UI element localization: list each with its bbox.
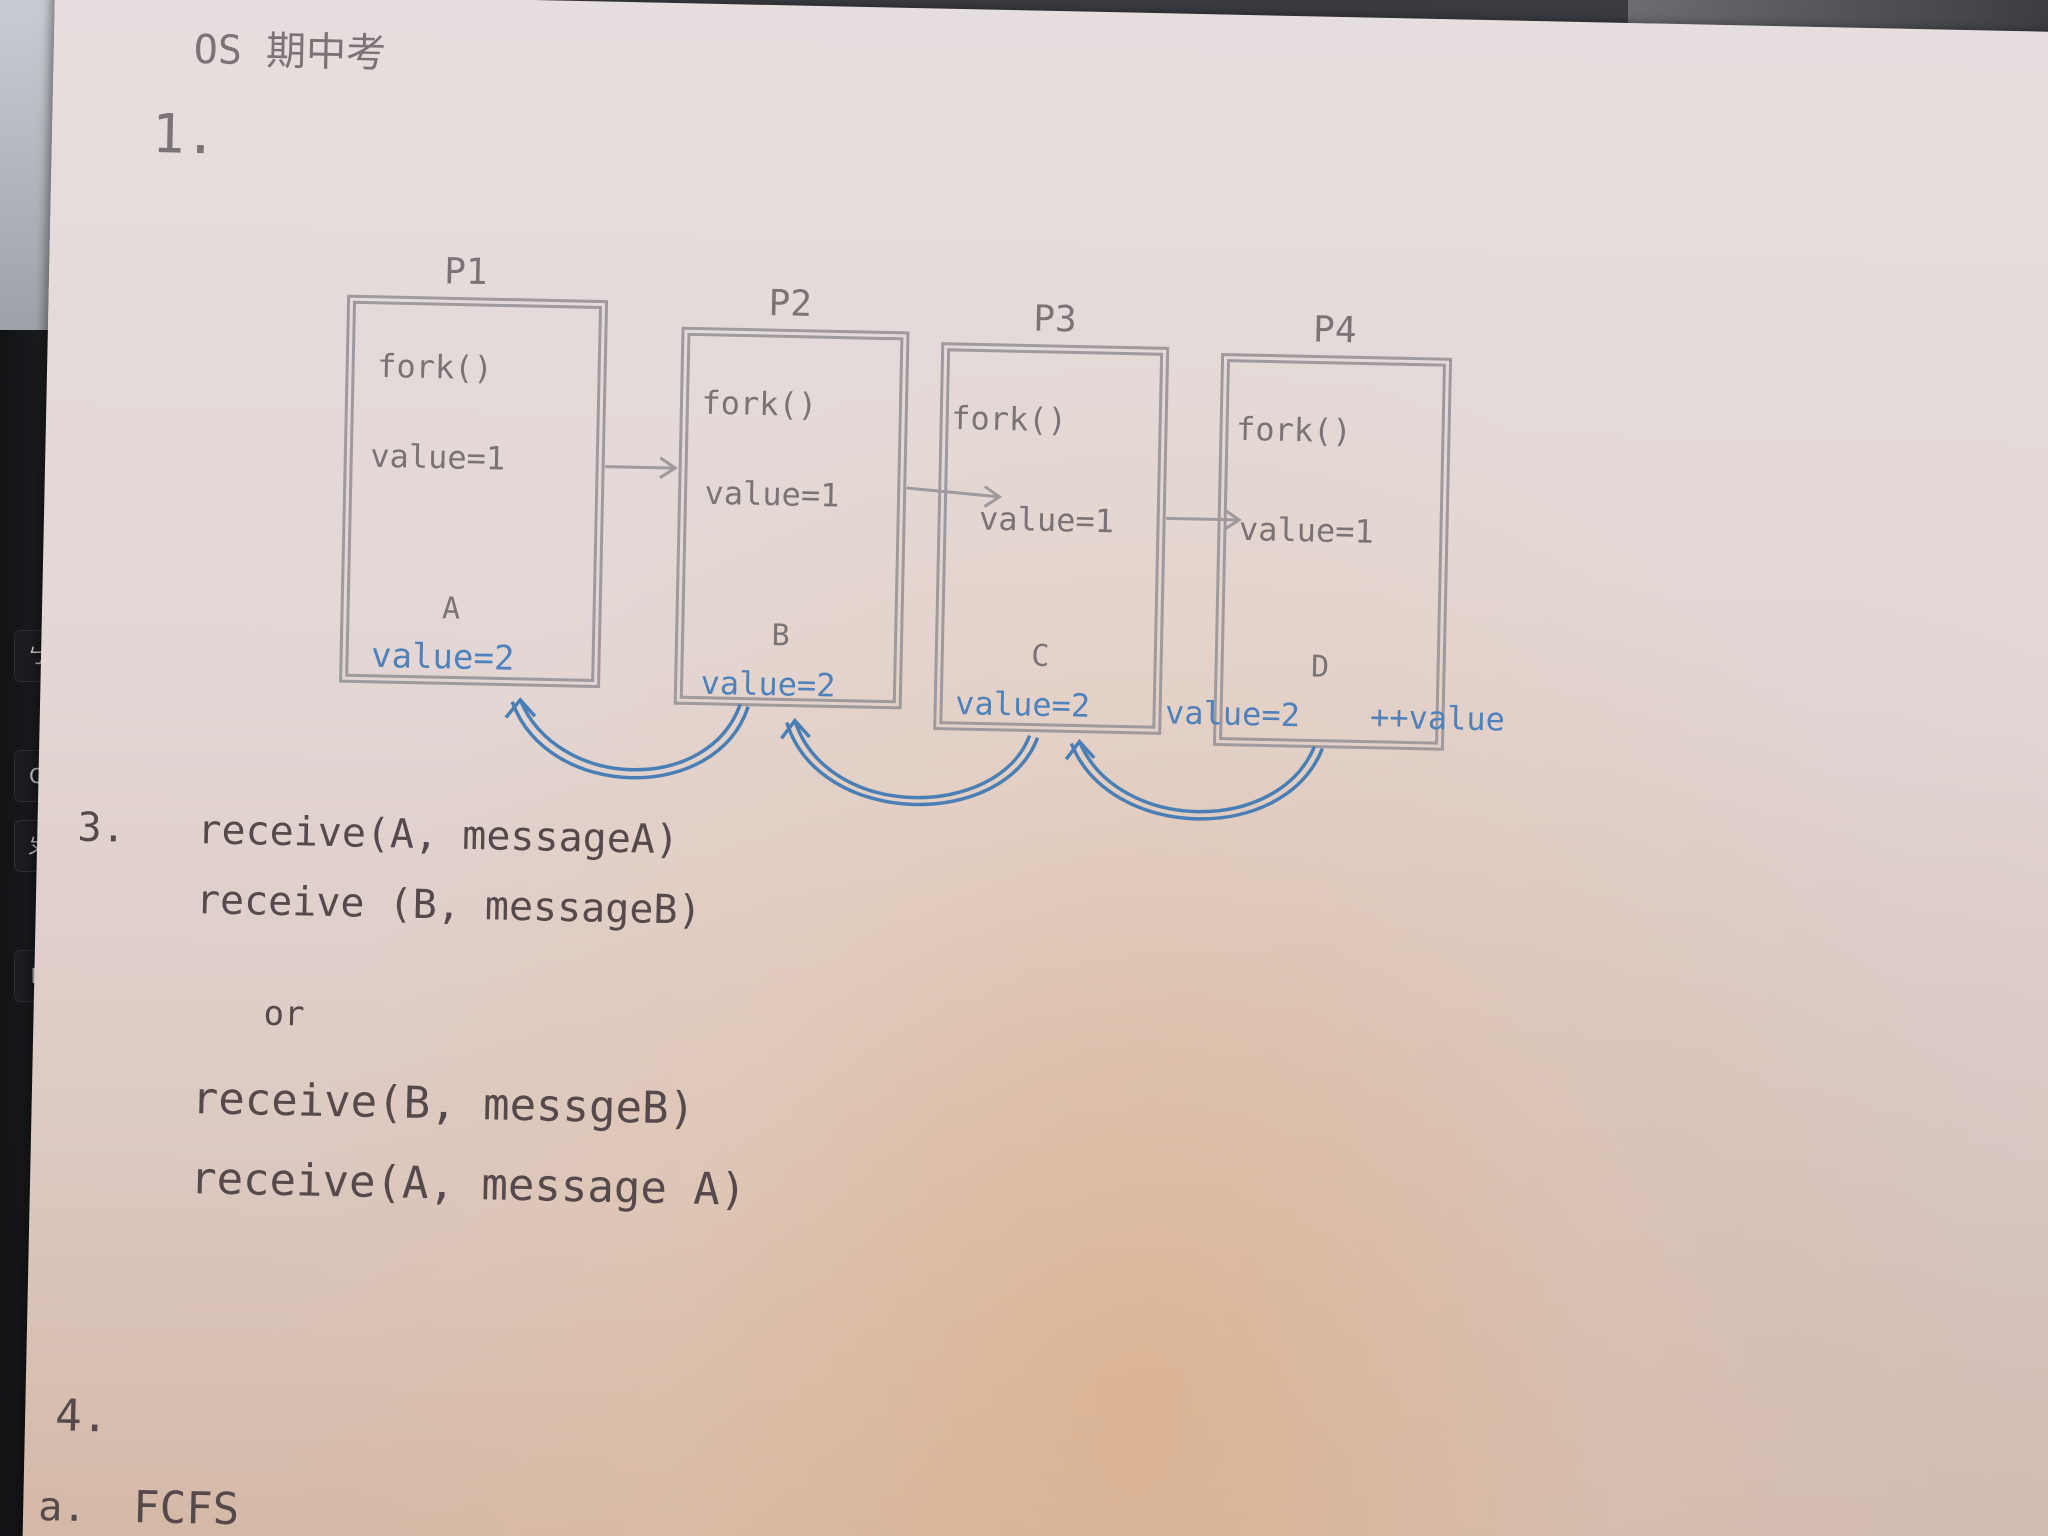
question-3-number: 3. <box>77 805 126 852</box>
arrow-p3-p4 <box>1166 508 1242 531</box>
code-line: receive(B, messgeB) <box>191 1073 695 1135</box>
question-4-number: 4. <box>55 1390 109 1442</box>
handwriting-layer: OS 期中考 1. P1 fork() value=1 A value=2 P2… <box>38 27 1506 1535</box>
value-assignment: value=1 <box>370 437 506 478</box>
process-box-p1: P1 fork() value=1 A <box>339 251 609 689</box>
fork-call: fork() <box>701 384 817 424</box>
process-label: P1 <box>444 251 488 293</box>
code-line: receive(A, message A) <box>190 1153 747 1216</box>
variable-label: C <box>1031 639 1050 674</box>
value-assignment: value=1 <box>1239 510 1375 551</box>
process-box-p2: P2 fork() value=1 B <box>673 283 910 710</box>
value-assignment: value=1 <box>979 499 1115 540</box>
arrow-p1-p2 <box>605 456 678 480</box>
return-arc <box>504 697 750 780</box>
fork-call: fork() <box>1236 410 1352 450</box>
variable-label: A <box>442 591 461 626</box>
child-value: value=2 <box>1165 693 1301 734</box>
process-label: P3 <box>1033 299 1077 341</box>
fcfs-label: FCFS <box>133 1482 240 1535</box>
return-arc <box>780 717 1040 807</box>
question-1-number: 1. <box>151 102 217 166</box>
variable-label: B <box>771 618 790 653</box>
fork-call: fork() <box>951 399 1067 439</box>
code-line: receive (B, messageB) <box>195 877 702 934</box>
child-value: value=2 <box>955 684 1091 725</box>
or-label: or <box>263 994 305 1035</box>
process-box-p3: P3 fork() value=1 C <box>933 299 1170 735</box>
fork-call: fork() <box>377 347 493 387</box>
paper-sheet: OS 期中考 1. P1 fork() value=1 A value=2 P2… <box>21 0 2048 1536</box>
process-label: P2 <box>768 283 812 325</box>
sub-question-label: a. <box>38 1484 87 1531</box>
child-value: value=2 <box>371 636 515 679</box>
code-line: receive(A, messageA) <box>197 807 679 863</box>
return-arc <box>1064 738 1325 821</box>
increment-note: ++value <box>1370 698 1506 739</box>
page-title: OS 期中考 <box>193 27 386 77</box>
child-value: value=2 <box>700 664 836 705</box>
process-label: P4 <box>1313 309 1357 351</box>
variable-label: D <box>1311 649 1330 684</box>
value-assignment: value=1 <box>704 474 840 515</box>
arrow-p2-p3 <box>906 485 1003 508</box>
process-box-p4: P4 fork() value=1 D <box>1212 309 1453 751</box>
